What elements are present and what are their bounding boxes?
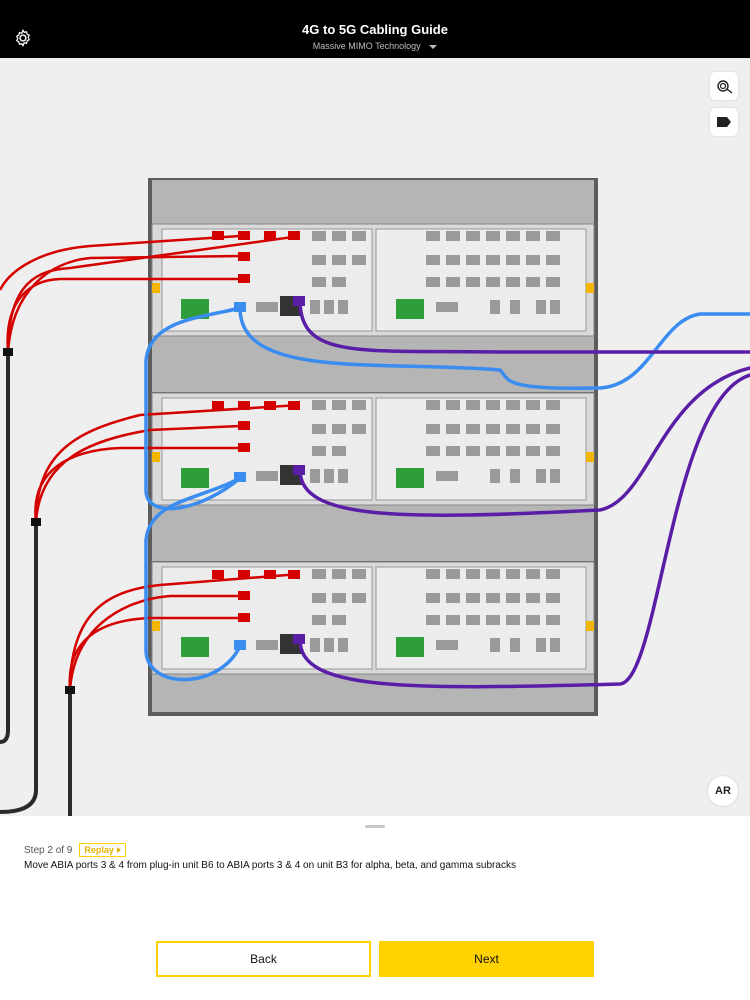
cable-icon [717, 80, 733, 94]
step-header: Step 2 of 9 Replay [24, 843, 126, 857]
cabling-3d-view[interactable]: AR [0, 58, 750, 816]
replay-button[interactable]: Replay [79, 843, 126, 857]
red-fiber-cables [0, 234, 301, 691]
purple-cables [298, 298, 750, 689]
step-instruction: Move ABIA ports 3 & 4 from plug-in unit … [24, 860, 516, 871]
step-panel: Step 2 of 9 Replay Move ABIA ports 3 & 4… [0, 816, 750, 1000]
chevron-down-icon [429, 44, 438, 49]
black-trunk-cables [0, 352, 72, 816]
rack-top-panel [152, 180, 594, 224]
subrack-alpha [151, 223, 595, 337]
page-title: 4G to 5G Cabling Guide [302, 22, 448, 37]
rack-bottom-panel [152, 674, 594, 712]
app-header: 4G to 5G Cabling Guide Massive MIMO Tech… [0, 0, 750, 58]
blue-connectors [234, 302, 246, 650]
drag-handle[interactable] [365, 825, 385, 828]
label-toggle-button[interactable] [710, 108, 738, 136]
purple-connectors [293, 296, 305, 644]
technology-selector-label: Massive MIMO Technology [312, 41, 421, 51]
cable-ties [3, 348, 75, 694]
back-button[interactable]: Back [156, 941, 371, 977]
next-button[interactable]: Next [379, 941, 594, 977]
cable-toggle-button[interactable] [710, 72, 738, 100]
rack-diagram [0, 178, 750, 816]
step-counter: Step 2 of 9 [24, 844, 73, 856]
tag-icon [717, 117, 731, 127]
play-icon [116, 847, 121, 853]
ar-button[interactable]: AR [708, 776, 738, 806]
technology-selector[interactable]: Massive MIMO Technology [0, 41, 750, 51]
replay-label: Replay [84, 845, 114, 855]
gear-icon[interactable] [12, 27, 34, 49]
red-connectors [212, 231, 300, 622]
